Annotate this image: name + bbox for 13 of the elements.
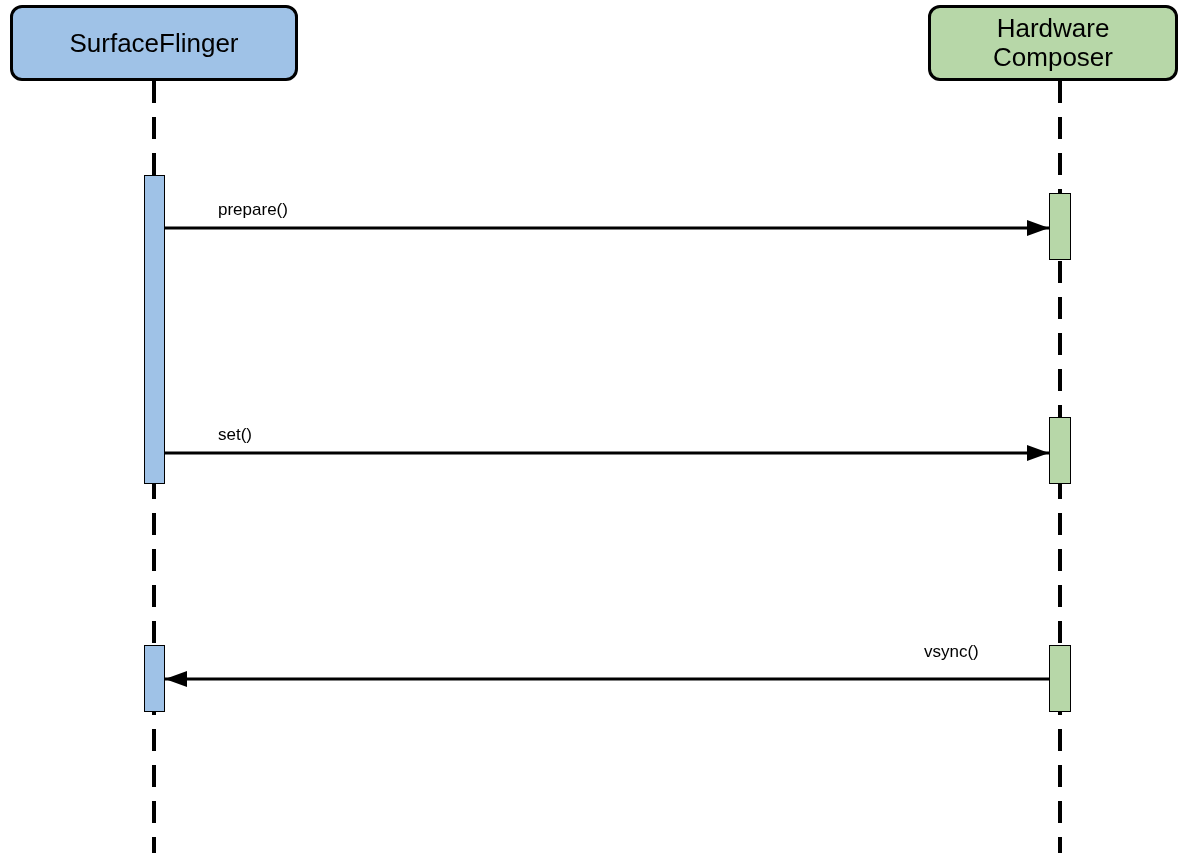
arrow bbox=[165, 671, 1049, 687]
participant-box: Hardware Composer bbox=[928, 5, 1178, 81]
activation-bar bbox=[1049, 193, 1071, 260]
arrow bbox=[165, 445, 1049, 461]
activation-bar bbox=[144, 175, 165, 484]
edge-label: set() bbox=[216, 425, 254, 445]
arrow bbox=[165, 220, 1049, 236]
activation-bar bbox=[144, 645, 165, 712]
participant-box: SurfaceFlinger bbox=[10, 5, 298, 81]
edge-label: vsync() bbox=[922, 642, 981, 662]
edge-label: prepare() bbox=[216, 200, 290, 220]
activation-bar bbox=[1049, 417, 1071, 484]
activation-bar bbox=[1049, 645, 1071, 712]
